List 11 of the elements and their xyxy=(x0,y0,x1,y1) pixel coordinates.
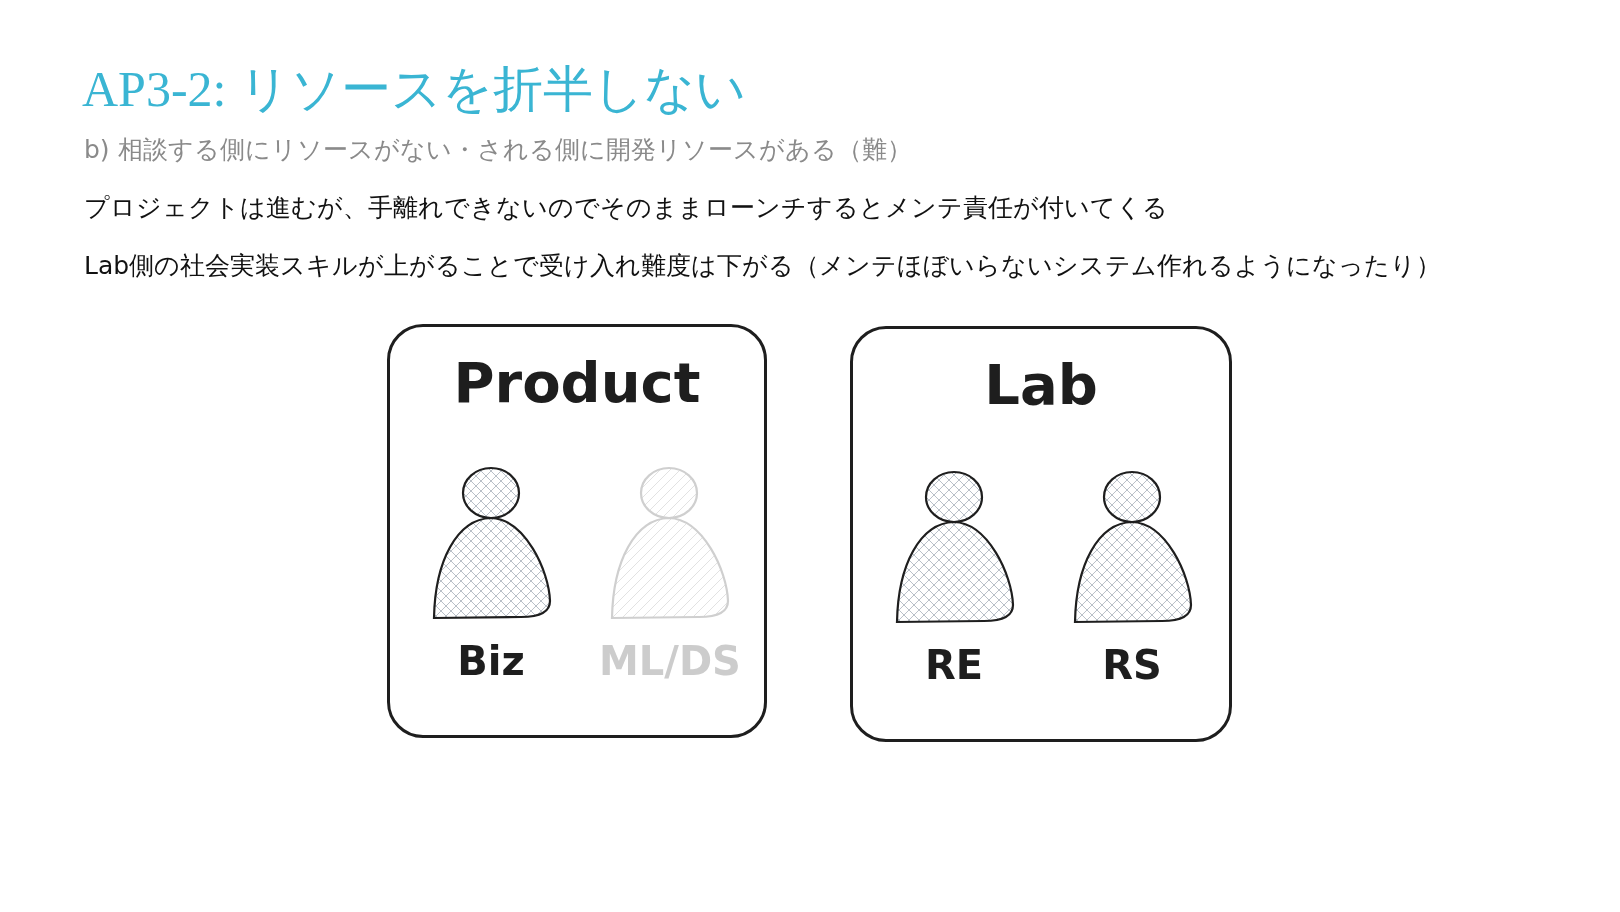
group-box xyxy=(387,324,767,738)
box-heading: Product xyxy=(452,355,702,411)
person-label: RS xyxy=(1101,645,1163,685)
slide-title: AP3-2: リソースを折半しない xyxy=(82,64,746,114)
box-heading: Lab xyxy=(983,357,1099,413)
subtitle: b) 相談する側にリソースがない・される側に開発リソースがある（難） xyxy=(84,137,912,162)
person-label: RE xyxy=(923,645,985,685)
note-text: プロジェクトは進むが、手離れできないのでそのままローンチするとメンテ責任が付いてくる xyxy=(84,195,1168,220)
person-label: Biz xyxy=(456,641,526,681)
group-box xyxy=(850,326,1232,742)
note-text: Lab側の社会実装スキルが上がることで受け入れ難度は下がる（メンテほぼいらないシステム作れるようになったり） xyxy=(84,253,1442,278)
